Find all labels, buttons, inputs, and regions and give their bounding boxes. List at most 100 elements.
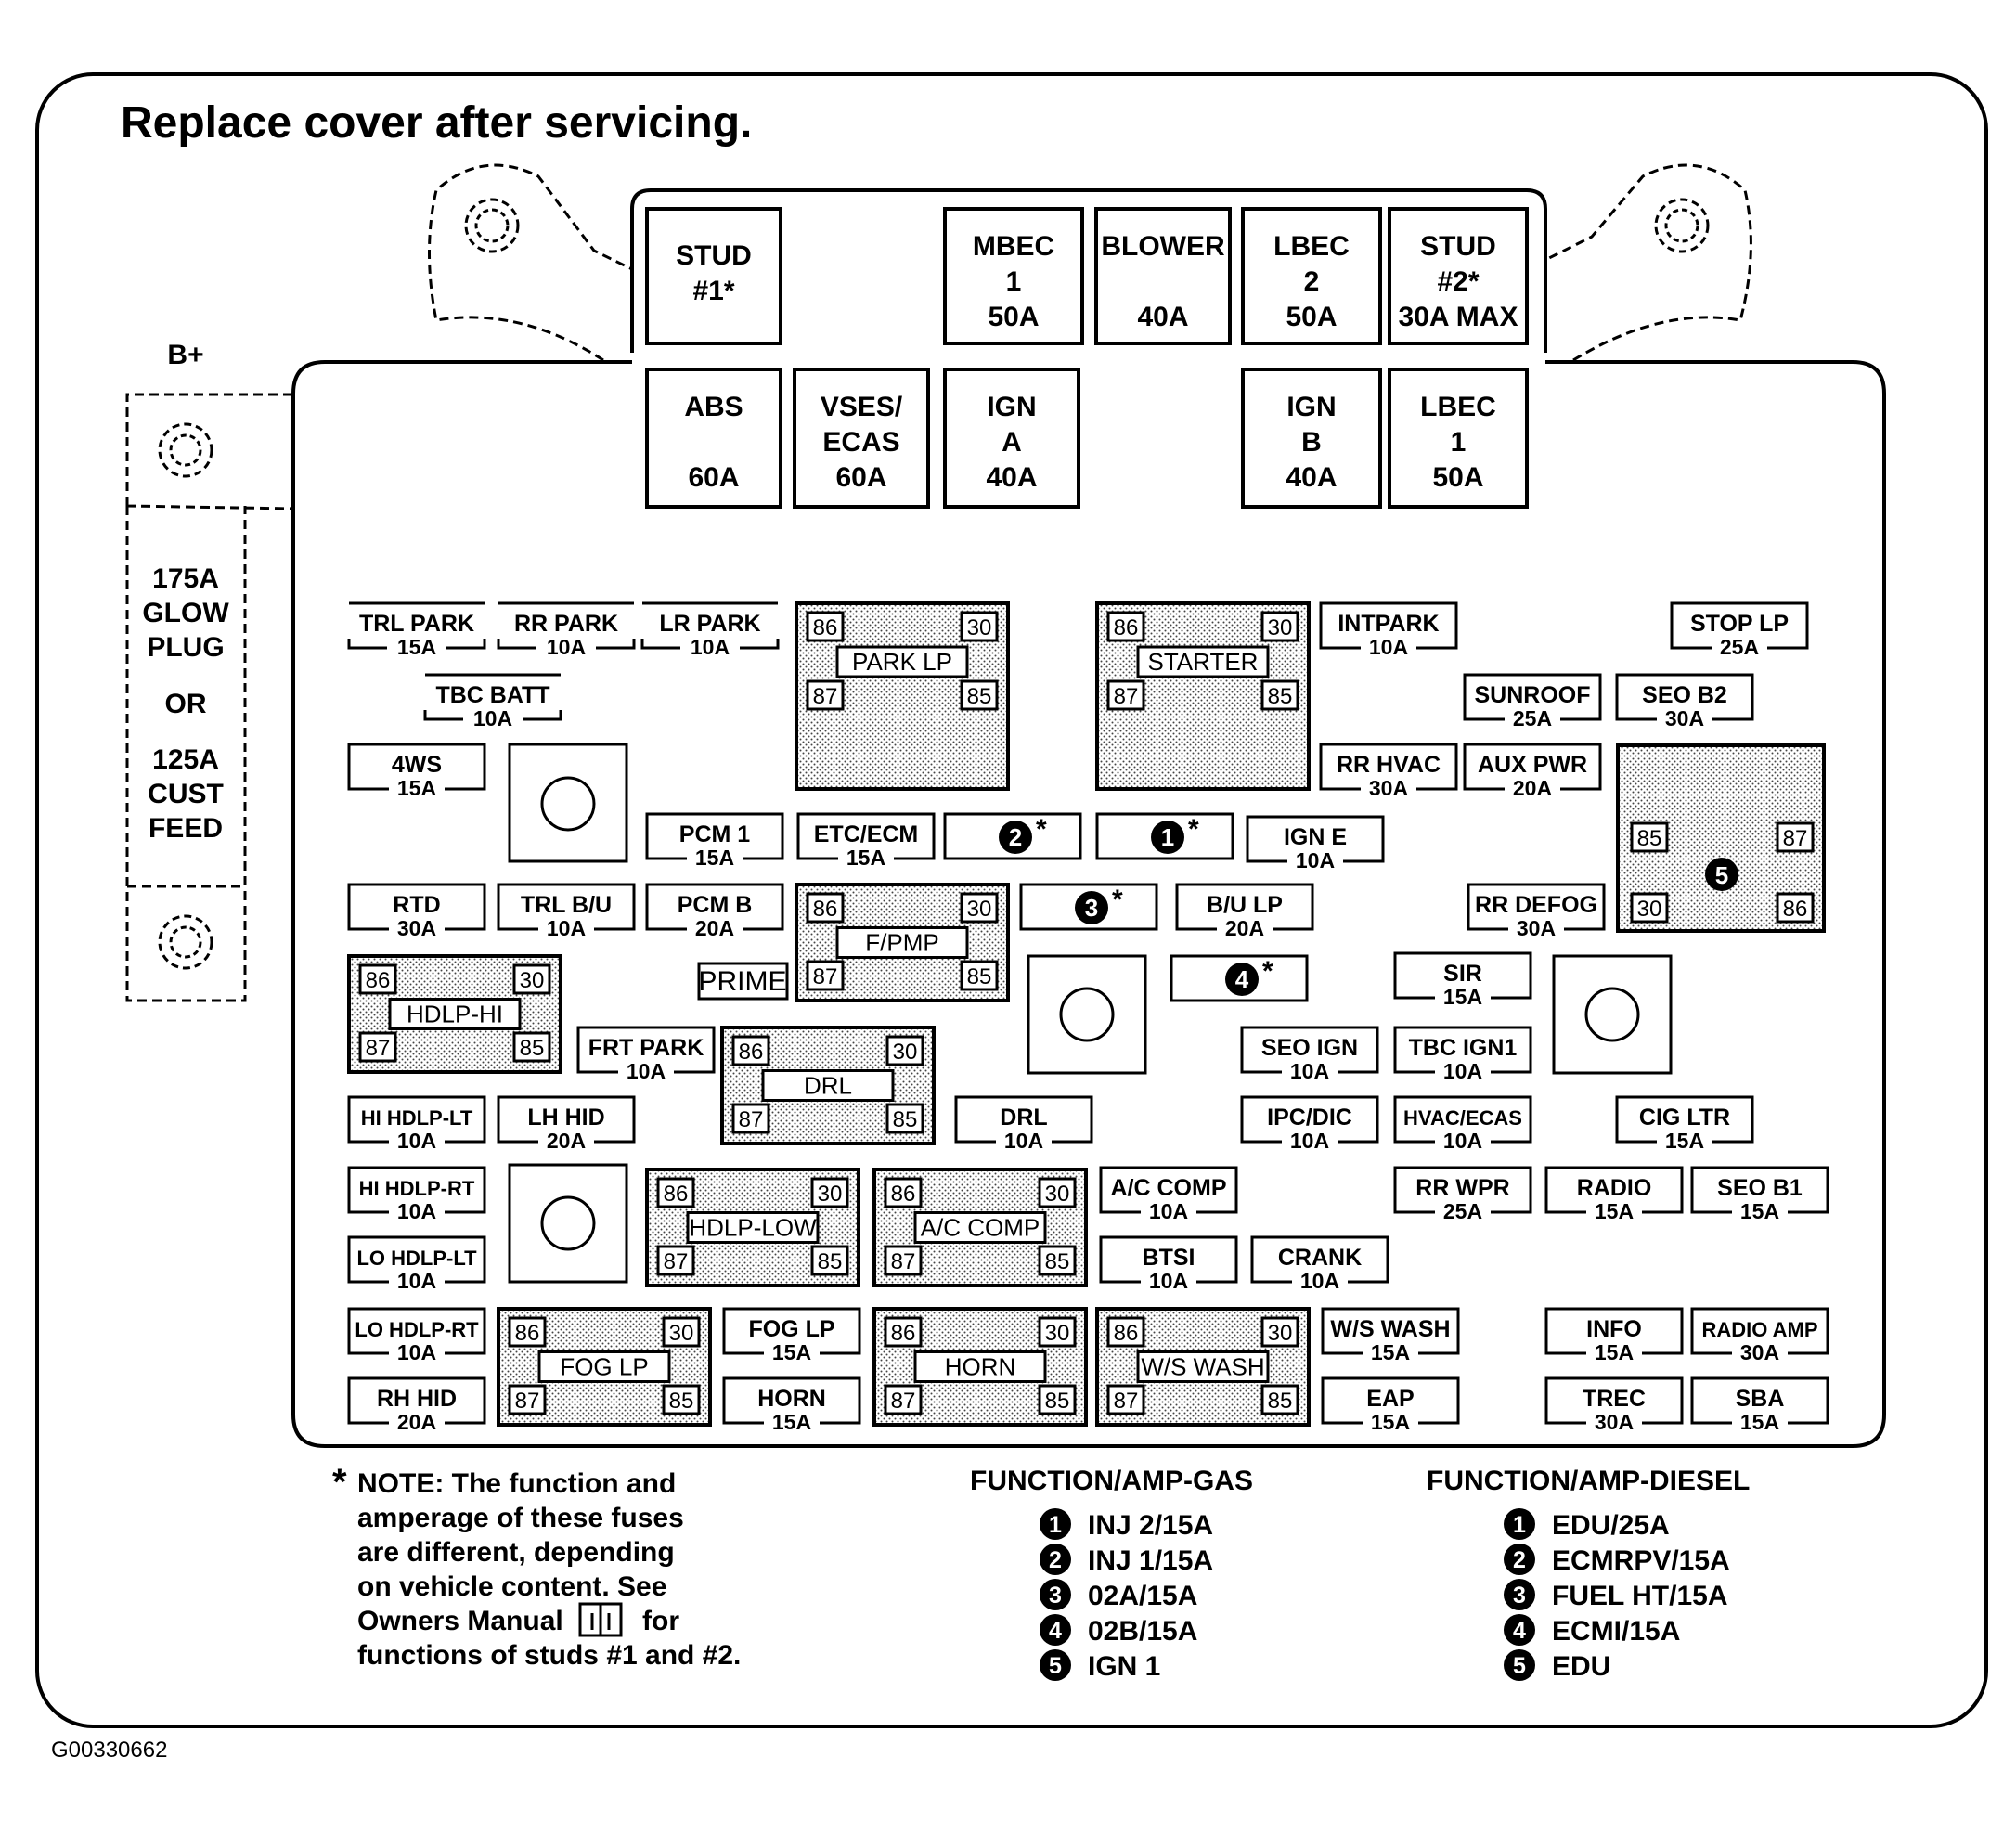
relay-label: FOG LP — [560, 1353, 648, 1381]
mini-fuse-name: RTD — [393, 892, 440, 918]
mini-fuse-name: SEO IGN — [1261, 1035, 1358, 1061]
maxi-fuse-row: STUD#1*MBEC150ABLOWER40ALBEC250ASTUD#2*3… — [645, 207, 1529, 509]
maxi-fuse-label: #1* — [692, 276, 734, 306]
maxi-fuse-label: A — [1002, 427, 1022, 458]
slot-marker: 3 — [1085, 894, 1098, 922]
relay-pin: 30 — [885, 1035, 924, 1066]
maxi-fuse-label: IGN — [987, 392, 1036, 422]
mini-fuse-amp: 10A — [691, 635, 730, 659]
mini-fuse-name: B/U LP — [1207, 892, 1283, 918]
square-relay-pin: 85 — [1630, 821, 1669, 853]
svg-text:85: 85 — [1045, 1249, 1070, 1274]
maxi-fuse-label: B — [1301, 427, 1322, 458]
left-mounting-tab — [428, 163, 633, 362]
mini-fuse-amp: 15A — [1740, 1199, 1779, 1223]
svg-text:86: 86 — [1114, 1321, 1139, 1346]
relay-pin: 86 — [884, 1316, 923, 1348]
svg-text:85: 85 — [1045, 1389, 1070, 1414]
relay: 86 30 87 85 HORN — [872, 1307, 1088, 1427]
relay-label: HORN — [945, 1353, 1016, 1381]
maxi-fuse-label: 2 — [1304, 266, 1320, 297]
prime-label-box: PRIME — [697, 962, 789, 1001]
mini-fuse-amp: 10A — [627, 1059, 666, 1083]
mini-fuse-name: LH HID — [527, 1105, 604, 1131]
mini-fuse-name: RH HID — [377, 1386, 457, 1412]
relay-pin: 30 — [1260, 611, 1299, 642]
legend-text: INJ 2/15A — [1088, 1510, 1213, 1541]
relay-pin: 85 — [960, 679, 999, 711]
side-panel-line: PLUG — [147, 632, 224, 663]
mini-fuse-amp: 10A — [397, 1340, 436, 1364]
numbered-slot-group: 2*1*3*4* — [943, 812, 1309, 1002]
svg-text:30: 30 — [967, 897, 992, 922]
numbered-slot: 2* — [943, 812, 1082, 860]
svg-text:86: 86 — [664, 1182, 689, 1207]
side-panel-line: FEED — [149, 813, 223, 844]
svg-text:87: 87 — [1114, 1389, 1139, 1414]
mini-fuse-name: RADIO AMP — [1701, 1318, 1817, 1341]
relay-pin: 86 — [656, 1177, 695, 1208]
mini-fuse-name: LO HDLP-LT — [356, 1247, 477, 1270]
mini-fuse-amp: 15A — [772, 1410, 811, 1434]
legend-text: IGN 1 — [1088, 1651, 1160, 1682]
mini-fuse-name: ETC/ECM — [814, 821, 919, 847]
mini-fuse-amp: 10A — [1296, 848, 1335, 872]
svg-text:85: 85 — [1637, 826, 1662, 851]
relay-label: STARTER — [1148, 648, 1259, 676]
legend-marker: 3 — [1513, 1583, 1526, 1609]
svg-text:86: 86 — [739, 1040, 764, 1065]
maxi-fuse-label: 50A — [1286, 302, 1337, 332]
mini-fuse-name: STOP LP — [1690, 611, 1789, 637]
mini-fuse-amp: 15A — [397, 776, 436, 800]
svg-text:30: 30 — [669, 1321, 694, 1346]
side-panel-mounting-hole — [158, 914, 213, 970]
legend-text: EDU/25A — [1552, 1510, 1670, 1541]
right-mounting-tab — [1544, 163, 1752, 362]
relay-pin: 85 — [885, 1103, 924, 1134]
side-panel-text: 175A GLOW PLUG OR 125A CUST FEED — [142, 563, 229, 844]
legend-diesel-title: FUNCTION/AMP-DIESEL — [1427, 1466, 1750, 1496]
svg-text:87: 87 — [515, 1389, 540, 1414]
maxi-fuse-label: 40A — [1137, 302, 1188, 332]
maxi-fuse-label: 60A — [835, 462, 886, 493]
mini-fuse-name: FOG LP — [748, 1316, 834, 1342]
mini-fuse-amp: 15A — [397, 635, 436, 659]
relay-pin: 86 — [884, 1177, 923, 1208]
maxi-fuse-label: 1 — [1006, 266, 1022, 297]
relay-label: A/C COMP — [921, 1214, 1040, 1242]
side-panel-line: 125A — [152, 744, 219, 775]
mini-fuse-name: SEO B1 — [1717, 1175, 1803, 1201]
relay-label: HDLP-HI — [407, 1001, 503, 1028]
mini-fuse-amp: 10A — [1004, 1129, 1043, 1153]
maxi-fuse-label: 50A — [988, 302, 1039, 332]
mini-fuse-name: INFO — [1586, 1316, 1642, 1342]
relay-pin: 87 — [884, 1384, 923, 1415]
svg-text:87: 87 — [813, 684, 838, 709]
note-line: on vehicle content. See — [357, 1571, 666, 1602]
maxi-fuse-label: ECAS — [822, 427, 899, 458]
mini-fuse-name: HORN — [757, 1386, 826, 1412]
mini-fuse-name: PCM 1 — [679, 821, 751, 847]
relay-label: HDLP-LOW — [689, 1214, 817, 1242]
mini-fuse-name: TBC BATT — [435, 682, 549, 708]
svg-text:87: 87 — [1114, 684, 1139, 709]
mini-fuse-name: TBC IGN1 — [1409, 1035, 1518, 1061]
relay-pin: 30 — [1038, 1316, 1077, 1348]
slot-star: * — [1262, 956, 1273, 987]
mini-fuse-name: SIR — [1443, 961, 1482, 987]
svg-text:86: 86 — [891, 1182, 916, 1207]
